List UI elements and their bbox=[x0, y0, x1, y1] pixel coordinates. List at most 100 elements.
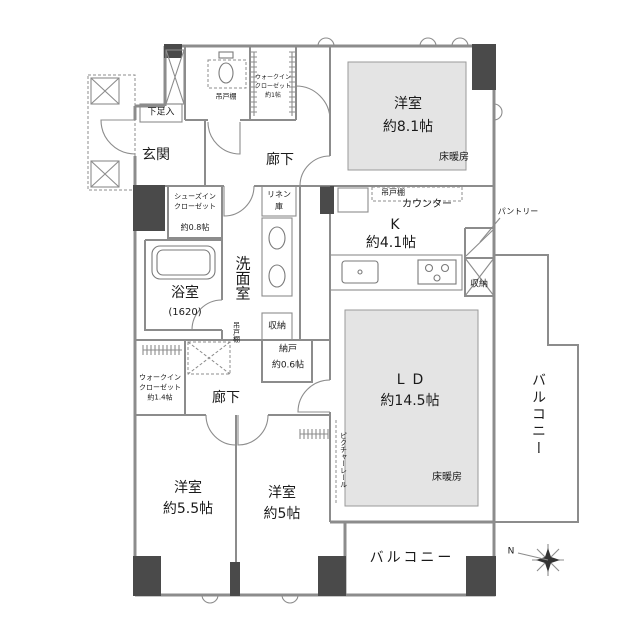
shoes-closet-label-1: シューズイン bbox=[174, 192, 216, 201]
entrance-door-swing bbox=[100, 119, 136, 155]
bedroom-2-door-swing bbox=[205, 414, 237, 446]
kitchen-counter bbox=[329, 254, 463, 291]
heated-floors bbox=[344, 61, 479, 507]
wash-hanging-cabinet-cross bbox=[187, 341, 231, 375]
entrance-label: 玄関 bbox=[142, 147, 170, 163]
bedroom-main-size: 約8.1帖 bbox=[382, 119, 434, 135]
pillar bbox=[133, 185, 165, 231]
sink-icon bbox=[268, 264, 286, 288]
wash-hanging-cabinet-label: 吊戸棚 bbox=[232, 321, 241, 343]
bedroom-main-name: 洋室 bbox=[394, 96, 422, 112]
porch-box-top-cross bbox=[90, 77, 120, 105]
bedroom-main-door-swing bbox=[299, 155, 331, 187]
hanger-rail bbox=[251, 51, 257, 116]
bath-door-swing bbox=[191, 299, 223, 331]
compass-north-label: N bbox=[507, 546, 515, 557]
interior-walls bbox=[135, 46, 494, 595]
kitchen-counter-label: カウンター bbox=[402, 199, 452, 210]
entrance-porch bbox=[87, 74, 136, 191]
bathtub-icon bbox=[151, 245, 216, 280]
porch-box-top bbox=[90, 77, 120, 105]
walk-in-closet-left-size: 約1.4帖 bbox=[147, 393, 173, 402]
toilet-hanging-cabinet-outline bbox=[207, 59, 247, 89]
porch-box-bottom-cross bbox=[90, 160, 120, 188]
front-balcony-label: バルコニー bbox=[369, 550, 455, 566]
pillar bbox=[466, 556, 496, 596]
pillar bbox=[320, 186, 334, 214]
vanity-counter bbox=[261, 217, 293, 297]
storeroom-size: 約0.6帖 bbox=[271, 360, 305, 371]
linen-label-1: リネン bbox=[267, 190, 291, 199]
picture-rail-label: ピクチャーレール bbox=[339, 432, 348, 488]
side-balcony-label: バルコニー bbox=[530, 372, 546, 458]
sink-icon bbox=[341, 260, 379, 284]
hall-top-label: 廊下 bbox=[266, 152, 294, 168]
kitchen-hanging-cabinet-outline bbox=[371, 186, 463, 202]
wash-storage-box bbox=[261, 312, 293, 341]
compass-icon bbox=[517, 544, 564, 576]
toilet-door-swing bbox=[207, 121, 241, 155]
walk-in-closet-top-label-1: ウォークイン bbox=[254, 74, 292, 81]
side-balcony-outline bbox=[494, 254, 579, 523]
walk-in-closet-top-size: 約1帖 bbox=[265, 92, 281, 99]
bedroom-3-name: 洋室 bbox=[268, 485, 296, 501]
kitchen-hanging-cabinet-label: 吊戸棚 bbox=[381, 188, 405, 197]
floor-heating-area-living bbox=[344, 309, 479, 507]
door-swings bbox=[100, 85, 331, 446]
shoe-rack-label: 下足入 bbox=[147, 107, 175, 118]
toilet-icon bbox=[218, 51, 234, 84]
living-dining-floor-heating: 床暖房 bbox=[432, 472, 462, 483]
pantry-leader-line bbox=[479, 217, 501, 243]
walk-in-closet-left-label-1: ウォークイン bbox=[139, 373, 181, 382]
kitchen-name: K bbox=[390, 217, 400, 233]
linen-cupboard-box bbox=[261, 185, 297, 217]
kitchen-storage-cross bbox=[464, 257, 495, 297]
pillar bbox=[472, 44, 496, 90]
living-dining-name: LD bbox=[396, 372, 432, 388]
floor-heating-area-bedroom bbox=[347, 61, 467, 171]
bath-size: (1620) bbox=[168, 307, 202, 318]
fixtures bbox=[139, 49, 501, 439]
storeroom-name: 納戸 bbox=[278, 344, 298, 355]
hanger-rail bbox=[299, 429, 329, 439]
pillar bbox=[164, 44, 182, 58]
pillar bbox=[133, 556, 161, 596]
wash-hanging-cabinet-box bbox=[187, 341, 231, 375]
walk-in-closet-top-label-2: クローゼット bbox=[254, 83, 292, 90]
kitchen-storage-label: 収納 bbox=[469, 279, 489, 290]
linen-label-2: 庫 bbox=[275, 202, 283, 211]
stove-icon bbox=[417, 259, 457, 285]
hall-bottom-label: 廊下 bbox=[212, 390, 240, 406]
living-door-swing bbox=[297, 379, 331, 413]
bedroom-main-floor-heating: 床暖房 bbox=[439, 152, 469, 163]
living-dining-size: 約14.5帖 bbox=[380, 393, 440, 409]
hanger-rail bbox=[142, 345, 182, 355]
bedroom-2-size: 約5.5帖 bbox=[162, 501, 214, 517]
bedroom-3-size: 約5帖 bbox=[263, 506, 301, 522]
walk-in-closet-left-label-2: クローゼット bbox=[139, 383, 181, 392]
shoes-closet-size: 約0.8帖 bbox=[180, 223, 210, 232]
bedroom-2-name: 洋室 bbox=[174, 480, 202, 496]
bath-name: 浴室 bbox=[171, 285, 199, 301]
kitchen-shelf-box bbox=[337, 187, 369, 213]
kitchen-size: 約4.1帖 bbox=[365, 235, 417, 251]
closet-door-swing bbox=[295, 85, 331, 121]
hanger-rail bbox=[289, 51, 295, 116]
storage-box-top-left-cross bbox=[165, 49, 185, 105]
porch-box-bottom bbox=[90, 160, 120, 188]
toilet-hanging-cabinet-label: 吊戸棚 bbox=[215, 92, 237, 101]
washroom-label: 洗面室 bbox=[233, 255, 252, 301]
window-marks bbox=[201, 37, 503, 604]
pillars bbox=[133, 44, 496, 596]
pillar bbox=[230, 562, 240, 596]
sink-icon bbox=[268, 226, 286, 250]
shoes-closet-label-2: クローゼット bbox=[174, 202, 216, 211]
wash-storage-label: 収納 bbox=[267, 321, 287, 332]
pantry-shelf-line bbox=[465, 228, 495, 257]
washroom-door-swing bbox=[223, 185, 255, 217]
pantry-label: パントリー bbox=[497, 207, 539, 216]
pillar bbox=[318, 556, 346, 596]
porch-outline bbox=[87, 74, 136, 191]
